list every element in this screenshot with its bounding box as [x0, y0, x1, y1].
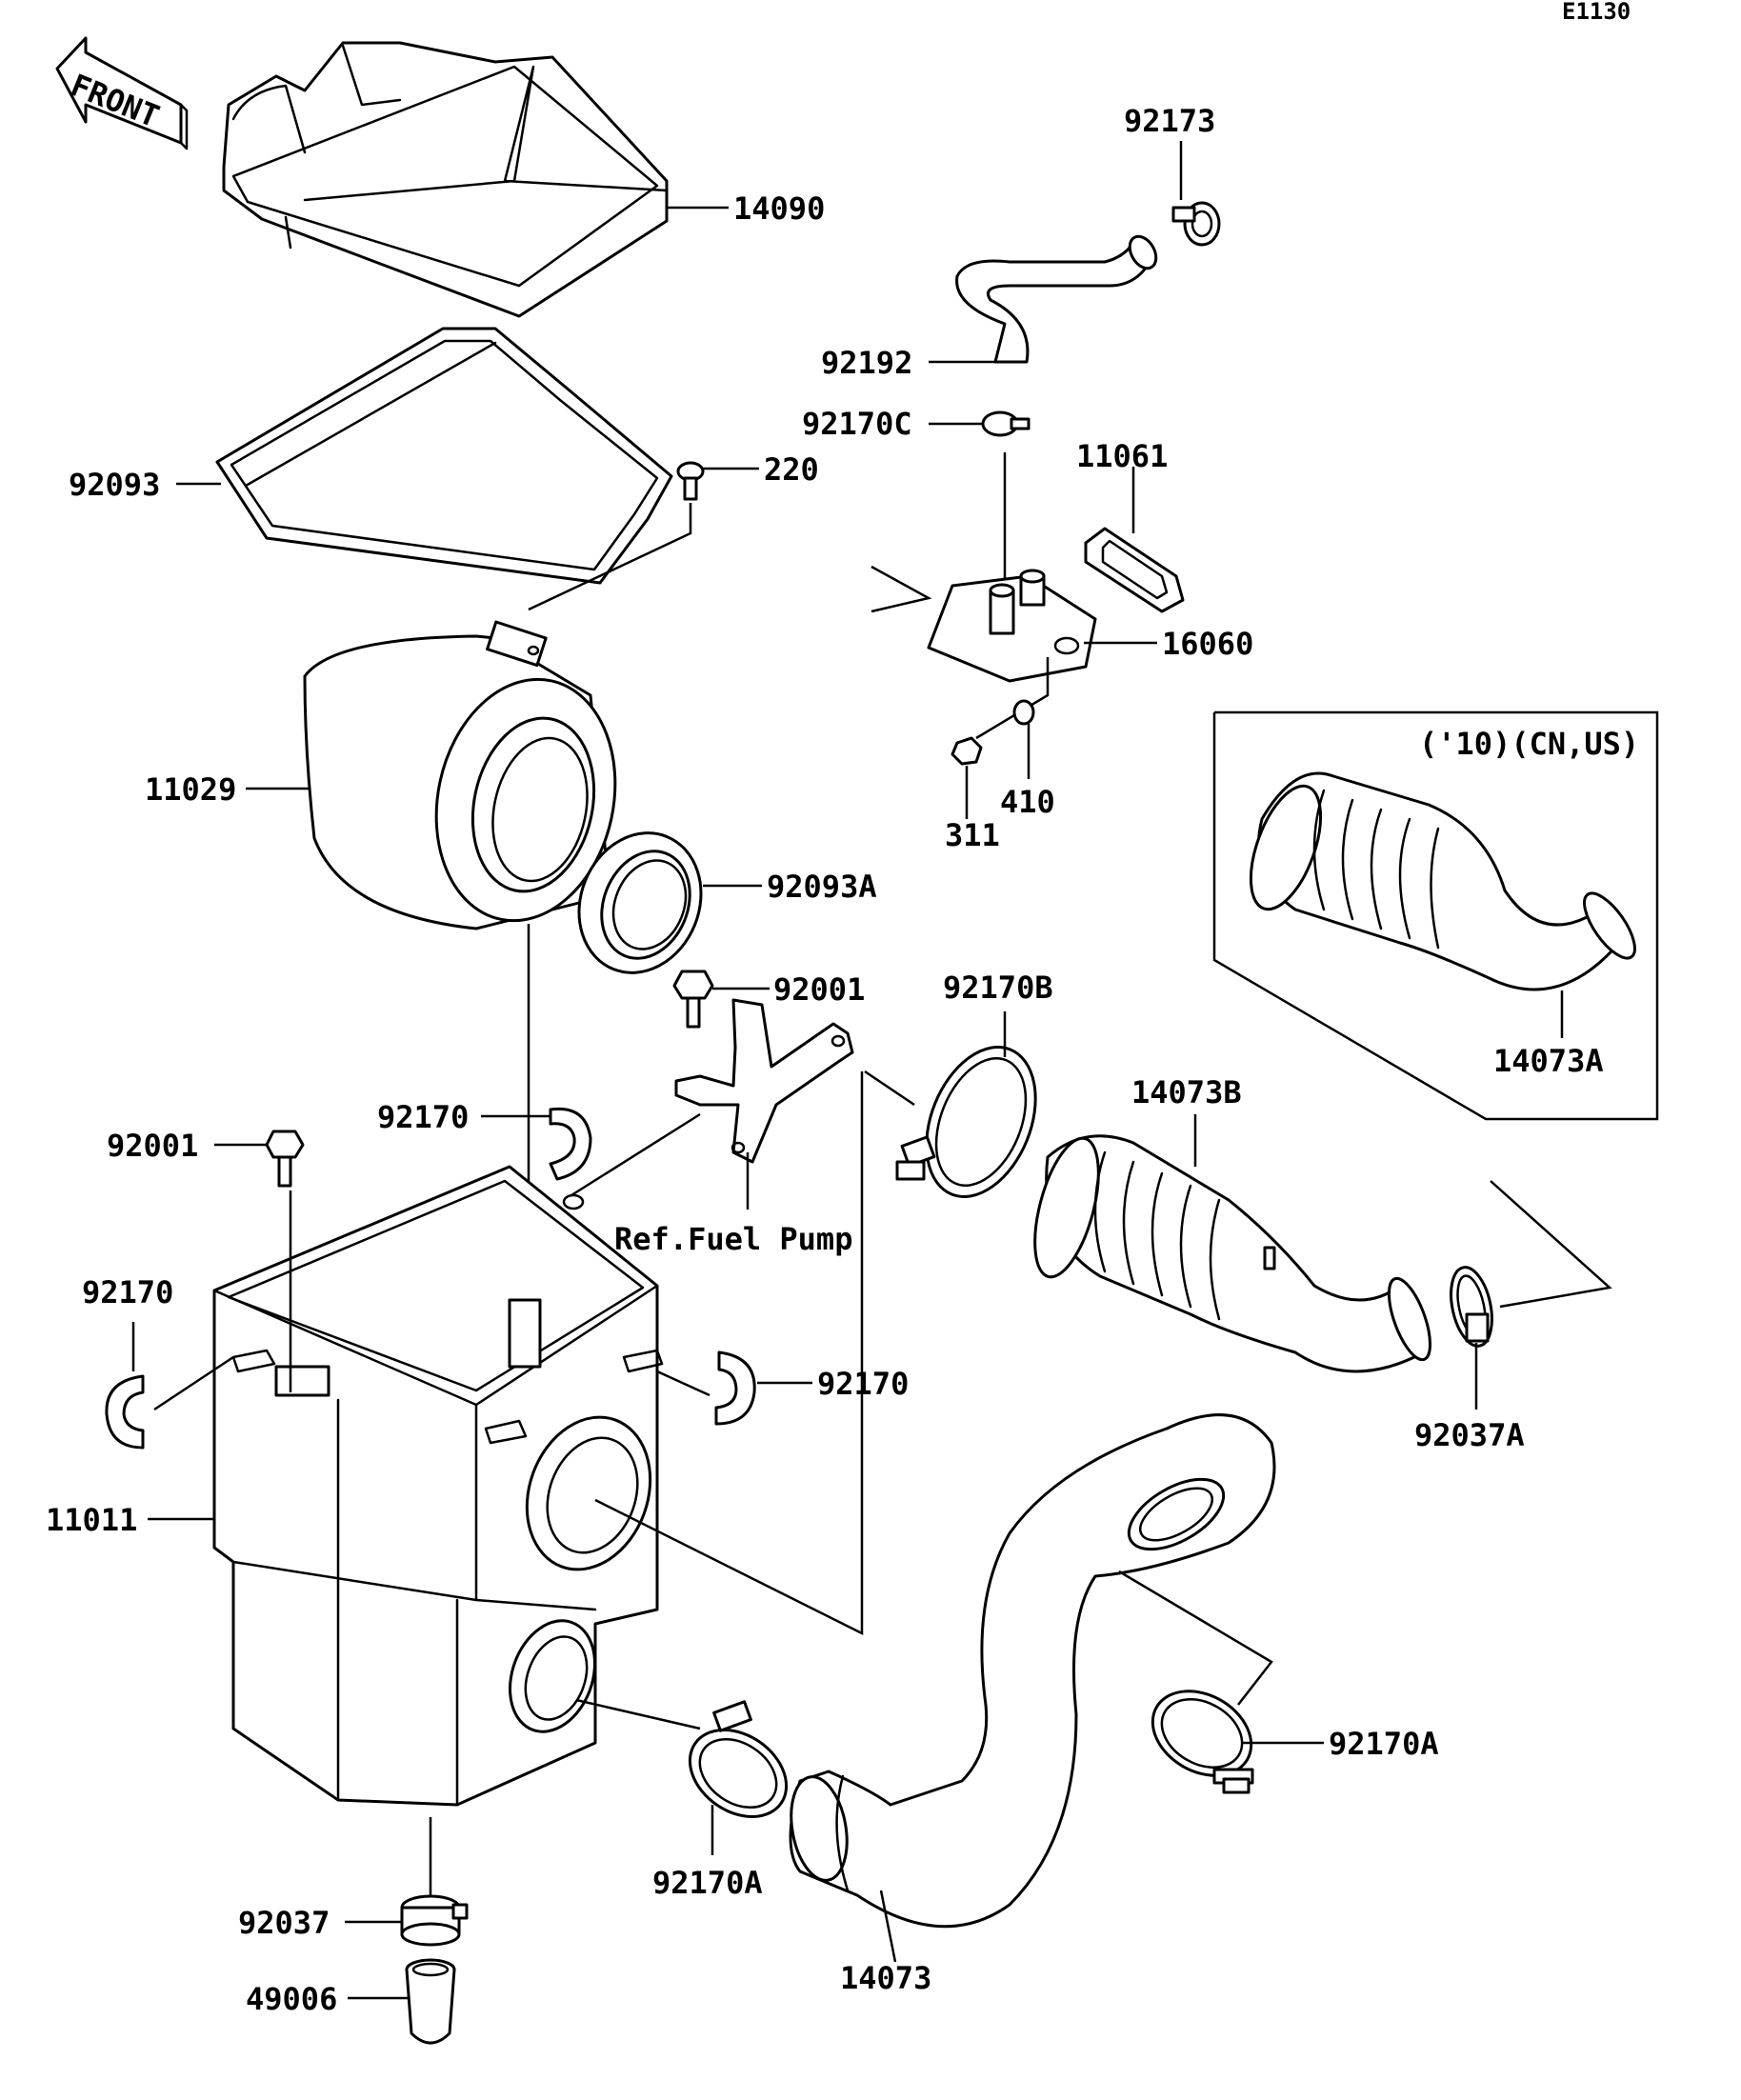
gasket-11061: [1084, 527, 1185, 613]
part-label-14090: 14090: [733, 190, 825, 227]
part-label-92170-left: 92170: [82, 1274, 173, 1310]
part-label-11061: 11061: [1076, 438, 1168, 474]
hose-clamp-92170A-bottom: [688, 1700, 789, 1818]
diagram-code: E1130: [1562, 0, 1631, 25]
air-cleaner-cover: [222, 41, 669, 318]
part-label-92173: 92173: [1124, 103, 1215, 139]
clip-92170-left: [105, 1374, 145, 1450]
bolt-92001-left: [265, 1130, 305, 1188]
fuel-pump-bracket: [674, 998, 854, 1164]
ref-fuel-pump-note: Ref.Fuel Pump: [614, 1221, 852, 1257]
part-label-410: 410: [1000, 784, 1055, 820]
part-label-92170A-bottom: 92170A: [652, 1865, 763, 1901]
part-label-92037A: 92037A: [1414, 1417, 1525, 1453]
part-label-220: 220: [764, 451, 819, 488]
hose-clamp-92170A-right: [1151, 1690, 1254, 1794]
part-label-11029: 11029: [145, 771, 236, 808]
variant-note: ('10)(CN,US): [1419, 726, 1639, 762]
bolt-92001-top: [672, 970, 714, 1029]
part-label-11011: 11011: [46, 1502, 137, 1538]
breather-fitting: [927, 569, 1097, 683]
breather-hose: [955, 234, 1158, 364]
part-label-14073A: 14073A: [1493, 1043, 1604, 1079]
part-label-92170-mid: 92170: [377, 1099, 469, 1135]
hose-clamp-92037A: [1450, 1266, 1493, 1348]
intake-duct-14073B: [1033, 1134, 1432, 1373]
screw-220: [676, 461, 705, 501]
part-label-92001-top: 92001: [773, 971, 865, 1008]
part-label-92037: 92037: [238, 1905, 330, 1941]
nut-311: [951, 736, 983, 766]
air-cleaner-housing: [212, 1165, 664, 1807]
filter-gasket: [215, 327, 673, 585]
washer-410: [1012, 699, 1035, 726]
part-label-92192: 92192: [821, 345, 912, 381]
part-label-92170B: 92170B: [943, 970, 1053, 1006]
drain-clamp-92037: [400, 1894, 469, 1947]
hose-clamp-92173: [1171, 201, 1221, 247]
intake-duct-14073: [789, 1413, 1276, 1929]
clip-92170-right: [714, 1350, 756, 1426]
part-label-92093A: 92093A: [767, 869, 877, 905]
part-label-92093: 92093: [69, 467, 160, 503]
part-label-16060: 16060: [1162, 626, 1253, 662]
part-label-311: 311: [945, 817, 1000, 853]
front-arrow-icon: FRONT: [55, 36, 189, 150]
intake-duct-variant: [1249, 771, 1636, 991]
part-label-92170C: 92170C: [802, 406, 912, 442]
air-filter-element: [303, 620, 617, 930]
hose-clamp-92170B: [895, 1046, 1037, 1198]
outlet-seal: [577, 831, 703, 974]
part-label-92170A-right: 92170A: [1329, 1726, 1439, 1762]
hose-clamp-92170C: [981, 410, 1031, 437]
variant-box: ('10)(CN,US) 14073A: [1212, 710, 1659, 1121]
part-label-92001-left: 92001: [107, 1128, 198, 1164]
part-label-14073B: 14073B: [1131, 1074, 1242, 1110]
clip-92170-mid: [549, 1107, 592, 1181]
part-label-49006: 49006: [246, 1981, 337, 2017]
drain-plug-49006: [405, 1958, 456, 2045]
part-label-14073: 14073: [840, 1960, 931, 1996]
